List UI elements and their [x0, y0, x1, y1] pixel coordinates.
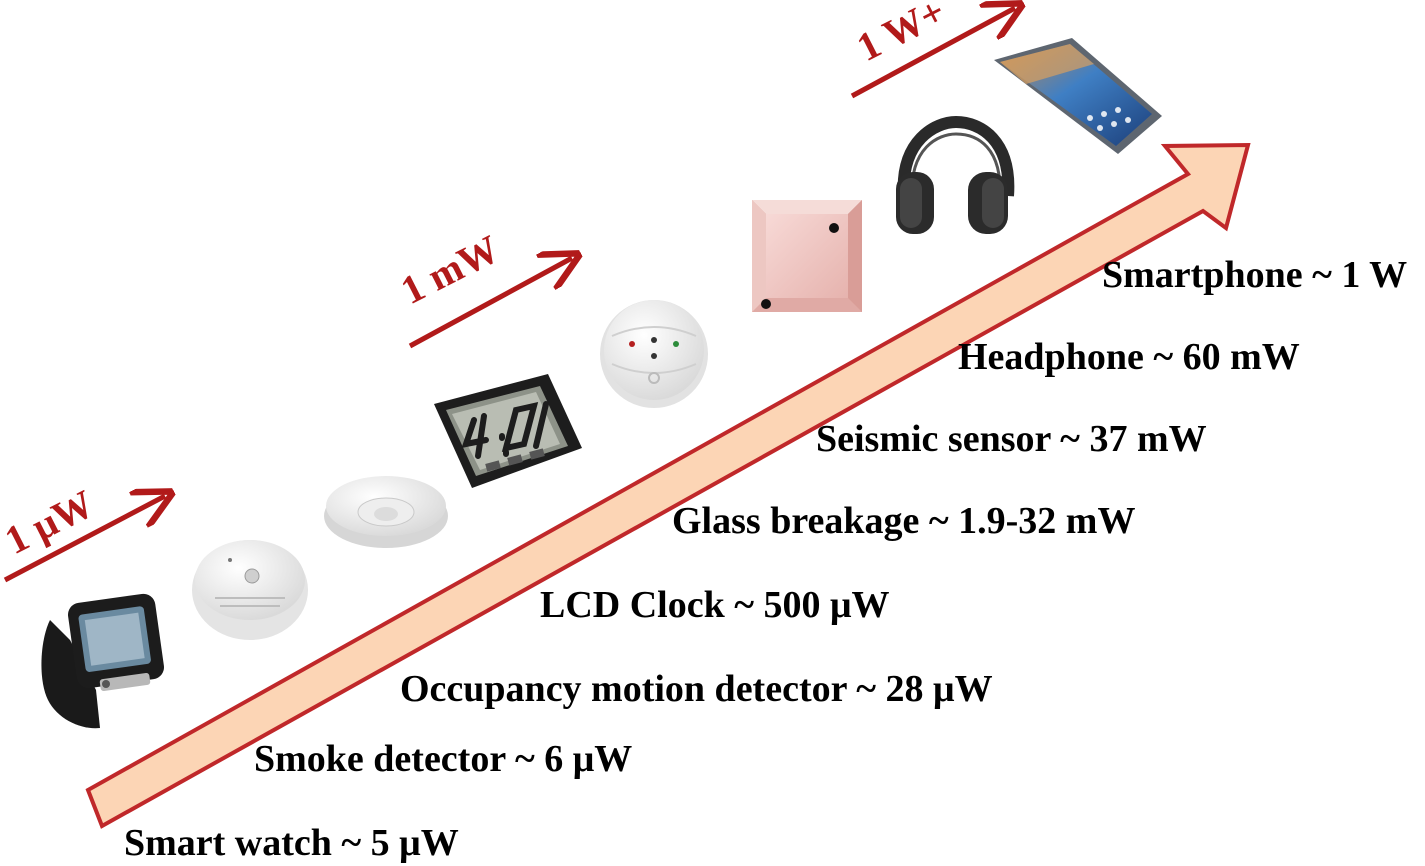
smartwatch-icon: [41, 593, 165, 729]
label-seismic-sensor: Seismic sensor ~ 37 mW: [816, 418, 1207, 460]
label-lcd-clock: LCD Clock ~ 500 μW: [540, 584, 890, 626]
lcd-clock-icon: [434, 374, 582, 488]
motion-detector-icon: [324, 476, 448, 548]
label-motion-detector: Occupancy motion detector ~ 28 μW: [400, 668, 993, 710]
label-headphone: Headphone ~ 60 mW: [958, 336, 1300, 378]
range-arrow-1w: 1 W+: [850, 0, 1015, 99]
range-arrow-1uw: 1 μW: [0, 481, 165, 583]
label-smoke-detector: Smoke detector ~ 6 μW: [254, 738, 633, 780]
range-label-1uw: 1 μW: [0, 481, 101, 563]
range-label-1mw: 1 mW: [394, 226, 506, 313]
label-smartwatch: Smart watch ~ 5 μW: [124, 822, 459, 864]
headphone-icon: [896, 115, 1015, 234]
label-glass-breakage: Glass breakage ~ 1.9-32 mW: [672, 500, 1136, 542]
smartphone-icon: [994, 38, 1162, 154]
range-label-1w: 1 W+: [850, 0, 952, 70]
label-smartphone: Smartphone ~ 1 W: [1102, 254, 1408, 296]
smoke-detector-icon: [192, 540, 308, 640]
main-scale-arrow: [85, 142, 1251, 829]
glass-break-sensor-icon: [600, 300, 708, 408]
seismic-sensor-icon: [752, 200, 862, 312]
range-arrow-1mw: 1 mW: [394, 226, 572, 349]
